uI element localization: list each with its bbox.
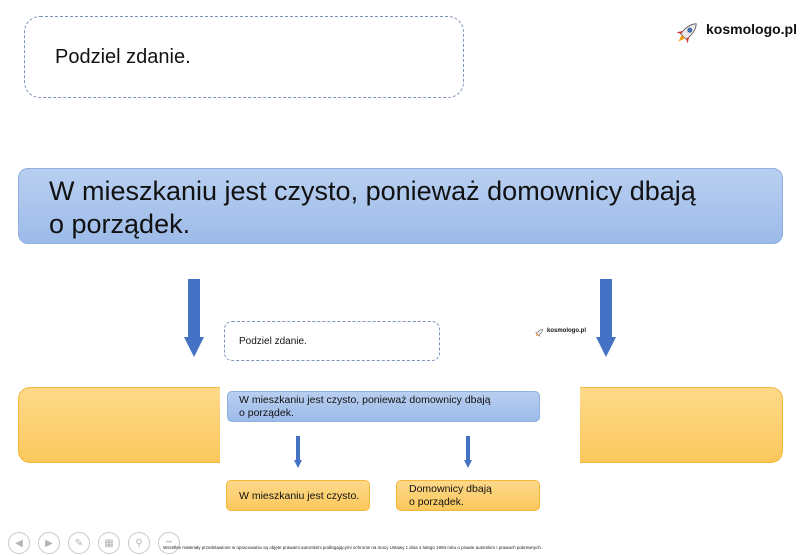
slides-icon[interactable]: ▦	[98, 532, 120, 554]
more-icon[interactable]: •••	[158, 532, 180, 554]
preview-sentence-line-1: W mieszkaniu jest czysto, ponieważ domow…	[239, 394, 491, 406]
slide-preview: Podziel zdanie. kosmologo.pl W mieszkani…	[220, 312, 586, 522]
sentence-line-1: W mieszkaniu jest czysto, ponieważ domow…	[49, 176, 696, 206]
preview-sentence-box: W mieszkaniu jest czysto, ponieważ domow…	[227, 391, 540, 422]
preview-part-1-box: W mieszkaniu jest czysto.	[226, 480, 370, 511]
pen-icon[interactable]: ✎	[68, 532, 90, 554]
arrow-down-right	[596, 279, 616, 357]
preview-part-2-box: Domownicy dbają o porządek.	[396, 480, 540, 511]
preview-instruction-text: Podziel zdanie.	[239, 335, 307, 347]
logo-text: kosmologo.pl	[706, 21, 797, 37]
instruction-box: Podziel zdanie.	[24, 16, 464, 98]
preview-rocket-icon	[534, 329, 543, 338]
preview-part-2-line-1: Domownicy dbają	[409, 483, 492, 495]
sentence-box: W mieszkaniu jest czysto, ponieważ domow…	[18, 168, 783, 244]
zoom-icon[interactable]: ⚲	[128, 532, 150, 554]
preview-part-1-text: W mieszkaniu jest czysto.	[239, 489, 360, 502]
presentation-controls: ◀ ▶ ✎ ▦ ⚲ •••	[8, 532, 180, 554]
sentence-line-2: o porządek.	[49, 209, 191, 239]
preview-part-2-line-2: o porządek.	[409, 496, 464, 508]
logo: kosmologo.pl	[672, 18, 797, 48]
arrow-down-left	[184, 279, 204, 357]
preview-logo-text: kosmologo.pl	[547, 328, 586, 334]
preview-sentence-line-2: o porządek.	[239, 407, 294, 419]
preview-instruction-box: Podziel zdanie.	[224, 321, 440, 361]
next-icon[interactable]: ▶	[38, 532, 60, 554]
rocket-icon	[676, 23, 697, 44]
prev-icon[interactable]: ◀	[8, 532, 30, 554]
preview-arrow-right	[464, 436, 472, 468]
copyright-footer: Wszelkie materiały przedstawione w oprac…	[163, 545, 542, 550]
preview-arrow-left	[294, 436, 302, 468]
more-label: •••	[165, 540, 173, 546]
instruction-text: Podziel zdanie.	[55, 45, 191, 68]
preview-logo: kosmologo.pl	[533, 327, 586, 339]
copyright-text: Wszelkie materiały przedstawione w oprac…	[163, 545, 543, 550]
